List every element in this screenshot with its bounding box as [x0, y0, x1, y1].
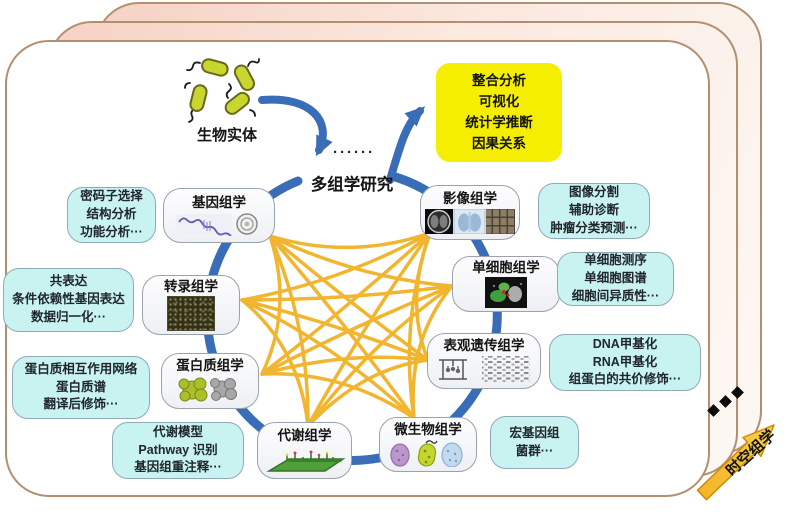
- multiomics-research-title: 多组学研究: [310, 176, 394, 194]
- ellipsis-dots: ······: [333, 144, 375, 161]
- annotation-line: 结构分析: [86, 207, 137, 222]
- spatiotemporal-arrow-icon: [696, 424, 775, 501]
- node-label: 影像组学: [443, 191, 497, 207]
- node-label: 基因组学: [192, 194, 246, 210]
- node-microbiomics: 微生物组学: [379, 417, 477, 472]
- node-genomics: 基因组学: [163, 188, 275, 243]
- annotation-line: 宏基因组: [509, 425, 560, 440]
- annotation-line: 蛋白质谱: [55, 379, 106, 394]
- annotation-line: 菌群···: [515, 443, 554, 458]
- annotation-line: Pathway 识别: [138, 442, 218, 457]
- node-metabolomics: 代谢组学: [257, 422, 352, 479]
- annotation-line: 细胞间异质性···: [571, 288, 660, 303]
- annotation-radiomics: 图像分割 辅助诊断 肿瘤分类预测···: [538, 183, 650, 239]
- biological-entity-label: 生物实体: [196, 127, 257, 144]
- annotation-epigenomics: DNA甲基化 RNA甲基化 组蛋白的共价修饰···: [549, 334, 701, 391]
- annotation-microbiomics: 宏基因组 菌群···: [490, 416, 579, 469]
- annotation-line: 辅助诊断: [568, 203, 619, 218]
- annotation-genomics: 密码子选择 结构分析 功能分析···: [67, 187, 156, 243]
- annotation-line: 共表达: [49, 274, 88, 289]
- annotation-line: 蛋白质相互作用网络: [24, 361, 138, 376]
- genome-sequence-icon: [176, 213, 258, 237]
- node-single-cell-omics: 单细胞组学: [452, 256, 560, 312]
- annotation-line: 密码子选择: [80, 189, 143, 204]
- node-label: 蛋白质组学: [176, 357, 244, 373]
- annotation-line: 组蛋白的共价修饰···: [568, 372, 682, 387]
- output-line: 可视化: [478, 93, 520, 109]
- node-label: 转录组学: [164, 279, 218, 294]
- annotation-line: 翻译后修饰···: [43, 397, 119, 412]
- annotation-line: 条件依赖性基因表达: [12, 292, 125, 307]
- annotation-line: 肿瘤分类预测···: [550, 220, 638, 235]
- annotation-line: RNA甲基化: [592, 354, 658, 369]
- node-radiomics: 影像组学: [420, 185, 520, 240]
- annotation-proteomics: 蛋白质相互作用网络 蛋白质谱 翻译后修饰···: [12, 356, 150, 419]
- node-label: 代谢组学: [277, 428, 332, 444]
- plant-tray-icon: [265, 450, 345, 472]
- node-label: 表观遗传组学: [443, 337, 525, 353]
- node-label: 微生物组学: [394, 421, 462, 437]
- bacteria-rods: [189, 58, 255, 115]
- annotation-single-cell: 单细胞测序 单细胞图谱 细胞间异质性···: [557, 252, 674, 306]
- annotation-line: 单细胞图谱: [584, 271, 647, 286]
- node-label: 单细胞组学: [472, 260, 540, 275]
- node-epigenomics: 表观遗传组学: [427, 333, 541, 389]
- integration-output-box: 整合分析 可视化 统计学推断 因果关系: [436, 63, 562, 162]
- annotation-line: 功能分析···: [80, 224, 143, 239]
- node-transcriptomics: 转录组学: [142, 275, 240, 335]
- annotation-line: 代谢模型: [152, 424, 203, 439]
- annotation-line: 图像分割: [568, 185, 619, 200]
- epigenetic-marks-icon: [439, 356, 530, 384]
- flagella: [184, 58, 260, 123]
- output-line: 统计学推断: [465, 115, 533, 130]
- ct-scan-icon: [425, 208, 515, 234]
- annotation-line: 单细胞测序: [584, 253, 647, 268]
- annotation-metabolomics: 代谢模型 Pathway 识别 基因组重注释···: [112, 422, 244, 479]
- output-line: 因果关系: [472, 136, 526, 152]
- annotation-line: 基因组重注释···: [134, 460, 222, 475]
- node-proteomics: 蛋白质组学: [161, 353, 259, 409]
- microbes-icon: [390, 440, 463, 468]
- annotation-line: DNA甲基化: [592, 336, 658, 351]
- bacteria-icon: [184, 58, 260, 123]
- protein-structure-icon: [178, 377, 237, 402]
- cell-microscopy-icon: [485, 277, 527, 308]
- annotation-transcriptomics: 共表达 条件依赖性基因表达 数据归一化···: [3, 268, 134, 332]
- output-line: 整合分析: [472, 72, 526, 88]
- annotation-line: 数据归一化···: [31, 309, 106, 324]
- microarray-icon: [167, 296, 215, 331]
